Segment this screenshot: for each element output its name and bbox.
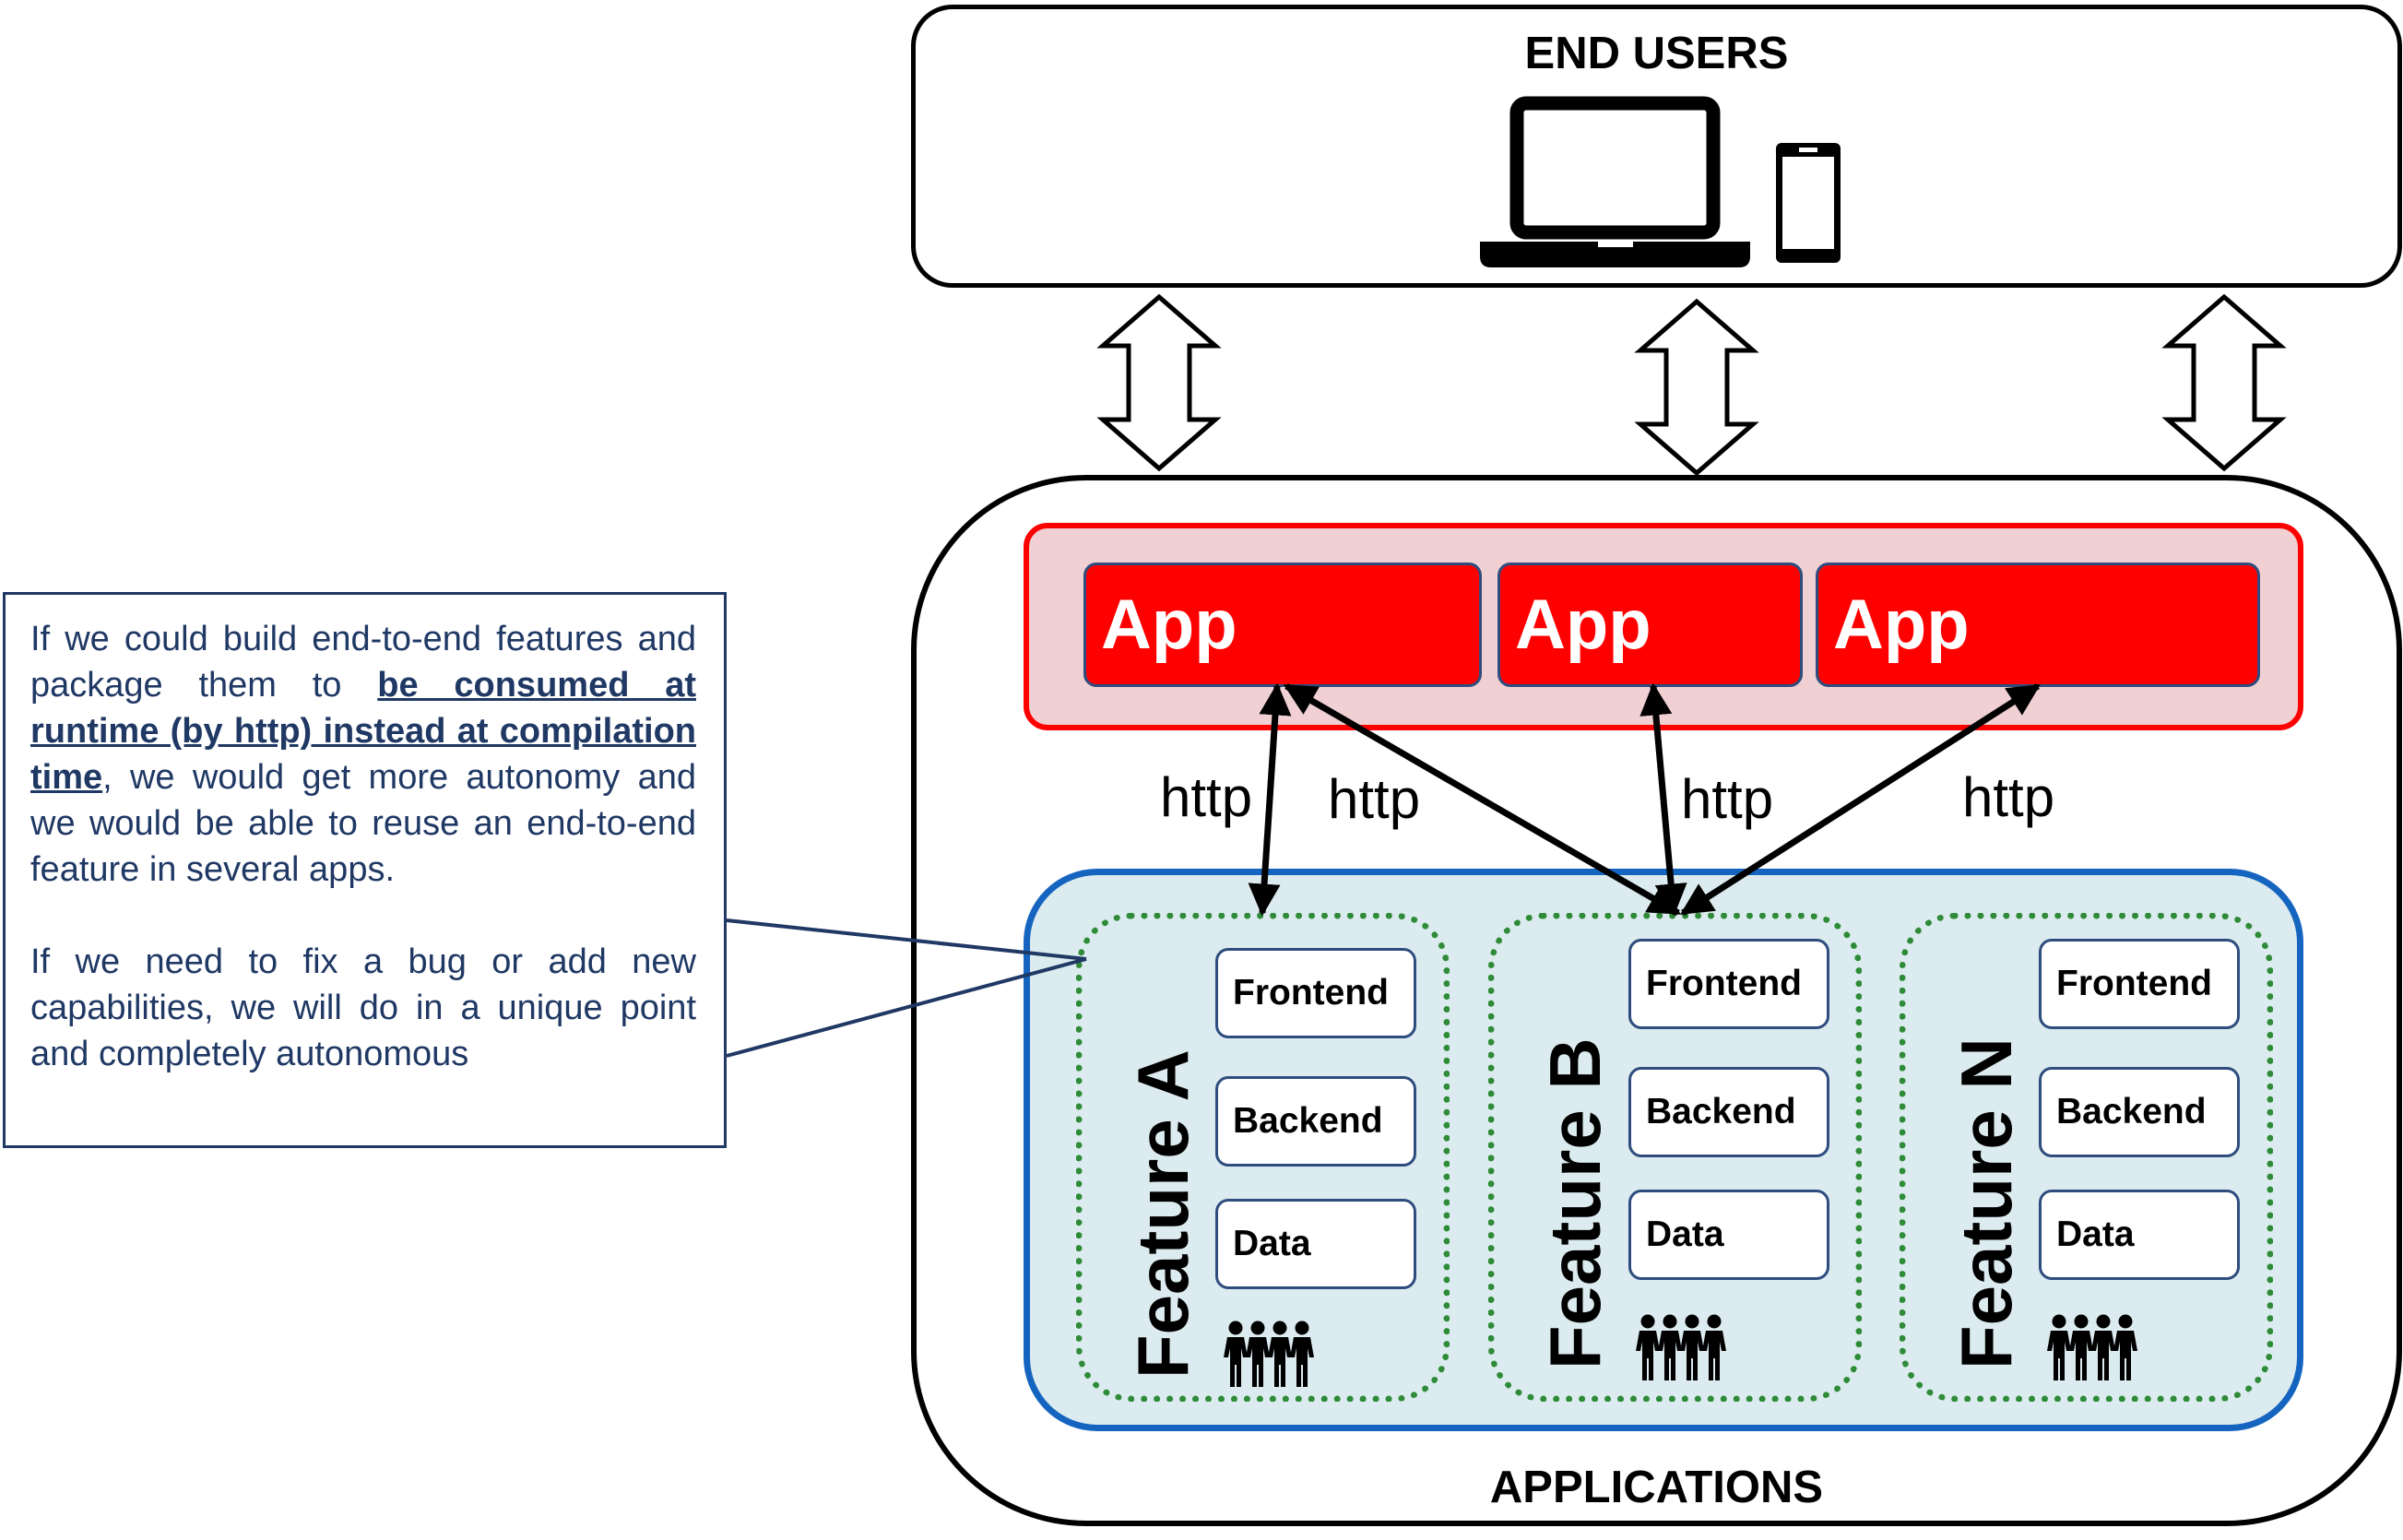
layer-data: Data [2039, 1190, 2240, 1280]
layer-frontend: Frontend [2039, 939, 2240, 1029]
callout-text-part: If we could build end-to-end features an… [30, 620, 696, 705]
layer-frontend: Frontend [1628, 939, 1829, 1029]
layer-backend: Backend [2039, 1067, 2240, 1157]
app-box: App [1083, 563, 1482, 687]
double-arrow-icon [1634, 298, 1759, 477]
layer-backend: Backend [1628, 1067, 1829, 1157]
layer-data: Data [1628, 1190, 1829, 1280]
applications-title: APPLICATIONS [1489, 1463, 1824, 1512]
http-arrow [1680, 683, 2041, 916]
callout-pointer [726, 957, 1087, 1058]
smartphone-icon [1776, 143, 1841, 263]
layer-frontend: Frontend [1215, 948, 1416, 1038]
team-icon [2047, 1314, 2137, 1380]
callout-text: If we could build end-to-end features an… [30, 616, 696, 1077]
double-arrow-icon [1096, 293, 1222, 472]
app-box: App [1497, 563, 1803, 687]
layer-data: Data [1215, 1199, 1416, 1289]
callout-text-part: , we would get more autonomy and we woul… [30, 758, 696, 889]
http-label: http [1160, 766, 1253, 828]
double-arrow-icon [2161, 293, 2287, 472]
callout-paragraph: If we could build end-to-end features an… [30, 616, 696, 893]
end-users-title: END USERS [1524, 29, 1789, 78]
end-users-box [911, 5, 2402, 288]
http-arrow [1283, 682, 1682, 917]
callout-emphasis: be consumed at runtime (by http) instead… [30, 666, 696, 797]
callout-pointer [726, 918, 1087, 961]
feature-box-n [1900, 913, 2273, 1402]
http-arrow [1248, 682, 1292, 917]
team-icon [1636, 1314, 1726, 1380]
callout-paragraph: If we need to fix a bug or add new capab… [30, 942, 696, 1073]
team-icon [1224, 1321, 1314, 1387]
feature-box-b [1488, 913, 1862, 1402]
callout-box [3, 592, 727, 1148]
layer-backend: Backend [1215, 1076, 1416, 1167]
http-arrow [1639, 682, 1687, 917]
laptop-icon [1480, 96, 1750, 267]
feature-box-a [1076, 913, 1450, 1402]
